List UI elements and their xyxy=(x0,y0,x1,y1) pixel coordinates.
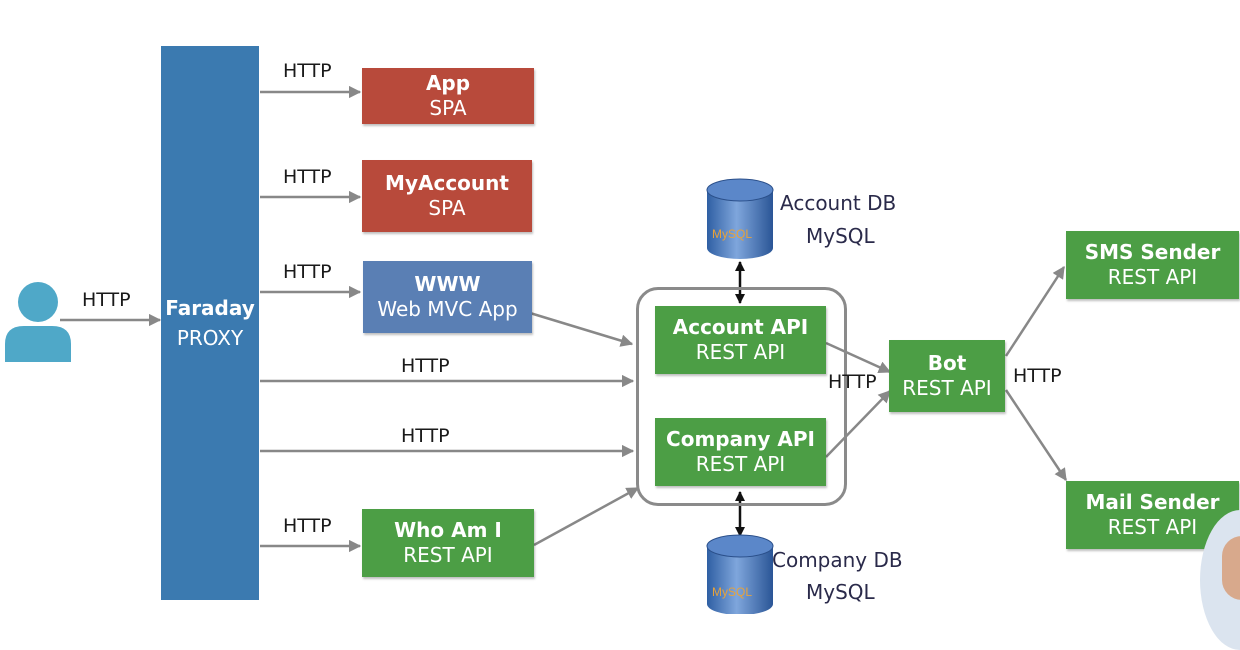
company-api-subtitle: REST API xyxy=(695,452,786,476)
company-db-engine: MySQL xyxy=(806,580,875,604)
whoami-title: Who Am I xyxy=(394,518,502,542)
sms-sender-title: SMS Sender xyxy=(1084,240,1221,264)
company-db-name: Company DB xyxy=(772,548,903,572)
architecture-diagram: MySQL MySQL xyxy=(5,85,1068,614)
www-subtitle: Web MVC App xyxy=(377,297,518,321)
http-label-to-bot: HTTP xyxy=(828,371,877,393)
arrow-bot-to-mail xyxy=(1004,389,1068,482)
mail-sender-subtitle: REST API xyxy=(1107,515,1198,539)
company-api-box[interactable]: Company API REST API xyxy=(655,418,826,486)
http-label-from-bot: HTTP xyxy=(1013,365,1062,387)
http-label-www: HTTP xyxy=(283,261,332,283)
user-icon xyxy=(5,282,71,362)
api-group-frame xyxy=(636,287,847,506)
app-subtitle: SPA xyxy=(429,96,467,120)
mail-sender-title: Mail Sender xyxy=(1085,490,1220,514)
company-db-logo: MySQL xyxy=(712,585,752,599)
bot-title: Bot xyxy=(927,351,967,375)
company-api-title: Company API xyxy=(666,427,815,451)
bot-subtitle: REST API xyxy=(902,376,992,400)
account-db-icon: MySQL xyxy=(706,178,774,259)
proxy-subtitle: PROXY xyxy=(176,326,244,350)
sms-sender-subtitle: REST API xyxy=(1107,265,1198,289)
http-label-account-group: HTTP xyxy=(401,355,450,377)
faraday-proxy[interactable]: Faraday PROXY xyxy=(161,46,259,600)
account-api-subtitle: REST API xyxy=(695,340,786,364)
company-db-icon: MySQL xyxy=(706,534,774,614)
myaccount-spa-box[interactable]: MyAccount SPA xyxy=(362,160,532,232)
www-title: WWW xyxy=(414,272,481,296)
whoami-subtitle: REST API xyxy=(403,543,493,567)
myaccount-subtitle: SPA xyxy=(428,196,466,220)
arrow-bot-to-sms xyxy=(1004,265,1066,357)
proxy-title: Faraday xyxy=(165,296,255,320)
myaccount-title: MyAccount xyxy=(385,171,509,195)
arrow-account-api-to-bot xyxy=(825,341,892,374)
whoami-api-box[interactable]: Who Am I REST API xyxy=(362,509,534,577)
account-db-name: Account DB xyxy=(780,191,897,215)
bot-api-box[interactable]: Bot REST API xyxy=(889,340,1005,412)
account-db-logo: MySQL xyxy=(712,227,752,241)
arrow-whoami-to-company-group xyxy=(533,486,640,547)
mail-sender-box[interactable]: Mail Sender REST API xyxy=(1066,481,1239,549)
presenter-face xyxy=(1222,536,1240,600)
http-label-myaccount: HTTP xyxy=(283,166,332,188)
app-title: App xyxy=(425,71,471,95)
sms-sender-box[interactable]: SMS Sender REST API xyxy=(1066,231,1239,299)
http-label-company-group: HTTP xyxy=(401,425,450,447)
account-api-box[interactable]: Account API REST API xyxy=(655,306,826,374)
www-mvc-box[interactable]: WWW Web MVC App xyxy=(363,261,532,333)
arrow-company-api-to-bot xyxy=(825,390,891,458)
http-label-whoami: HTTP xyxy=(283,515,332,537)
account-api-title: Account API xyxy=(672,315,809,339)
arrow-www-to-account-api xyxy=(529,311,634,347)
account-db-engine: MySQL xyxy=(806,224,875,248)
http-label-user: HTTP xyxy=(82,289,131,311)
http-label-app: HTTP xyxy=(283,60,332,82)
app-spa-box[interactable]: App SPA xyxy=(362,68,534,124)
